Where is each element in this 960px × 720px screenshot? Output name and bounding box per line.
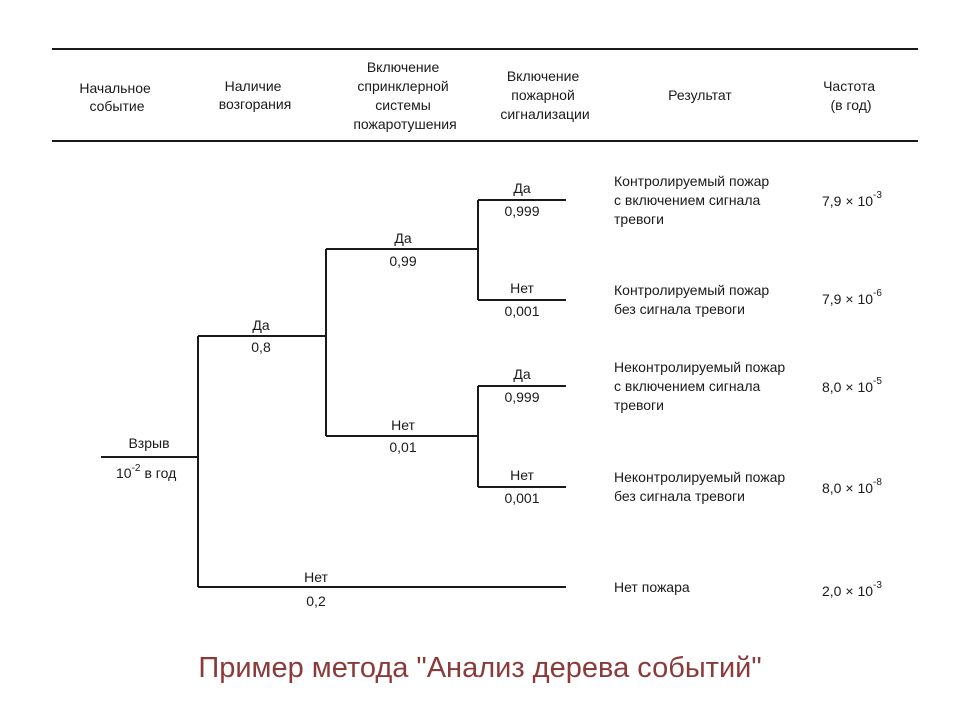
outcome-result-1: Контролируемый пожар с включением сигнал…: [614, 173, 773, 227]
slide-caption: Пример метода "Анализ дерева событий": [198, 652, 762, 684]
outcome-frequency-5: 2,0 × 10-3: [822, 580, 882, 599]
sprinkler-yes-prob: 0,99: [389, 253, 416, 269]
alarm-no-prob-1: 0,001: [504, 303, 539, 319]
outcome-result-5: Нет пожара: [614, 579, 690, 595]
ignition-no-prob: 0,2: [306, 593, 326, 609]
alarm-yes-label-1: Да: [513, 180, 530, 196]
alarm-no-prob-2: 0,001: [504, 490, 539, 506]
sprinkler-no-prob: 0,01: [389, 439, 416, 455]
outcome-frequency-3: 8,0 × 10-5: [822, 376, 882, 395]
alarm-yes-prob-1: 0,999: [504, 203, 539, 219]
ignition-no-label: Нет: [304, 569, 328, 585]
sprinkler-no-label: Нет: [391, 417, 415, 433]
outcome-result-3: Неконтролируемый пожар с включением сигн…: [614, 359, 789, 413]
header-result: Результат: [668, 87, 732, 103]
alarm-no-label-1: Нет: [510, 280, 534, 296]
header-frequency: Частота (в год): [823, 78, 879, 113]
header-alarm: Включение пожарной сигнализации: [500, 68, 589, 122]
initial-event-label: Взрыв: [128, 435, 169, 451]
alarm-no-label-2: Нет: [510, 467, 534, 483]
outcome-result-4: Неконтролируемый пожар без сигнала трево…: [614, 469, 789, 504]
outcome-result-2: Контролируемый пожар без сигнала тревоги: [614, 282, 773, 317]
alarm-yes-label-2: Да: [513, 366, 530, 382]
outcome-frequency-4: 8,0 × 10-8: [822, 477, 882, 496]
ignition-yes-prob: 0,8: [251, 339, 271, 355]
outcome-frequency-2: 7,9 × 10-6: [822, 288, 882, 307]
ignition-yes-label: Да: [252, 317, 269, 333]
outcome-frequency-1: 7,9 × 10-3: [822, 190, 882, 209]
header-sprinkler: Включение спринклерной системы пожаротуш…: [353, 59, 456, 132]
header-initial-event: Начальное событие: [79, 80, 154, 114]
header-ignition: Наличие возгорания: [219, 78, 292, 112]
sprinkler-yes-label: Да: [394, 230, 411, 246]
alarm-yes-prob-2: 0,999: [504, 389, 539, 405]
